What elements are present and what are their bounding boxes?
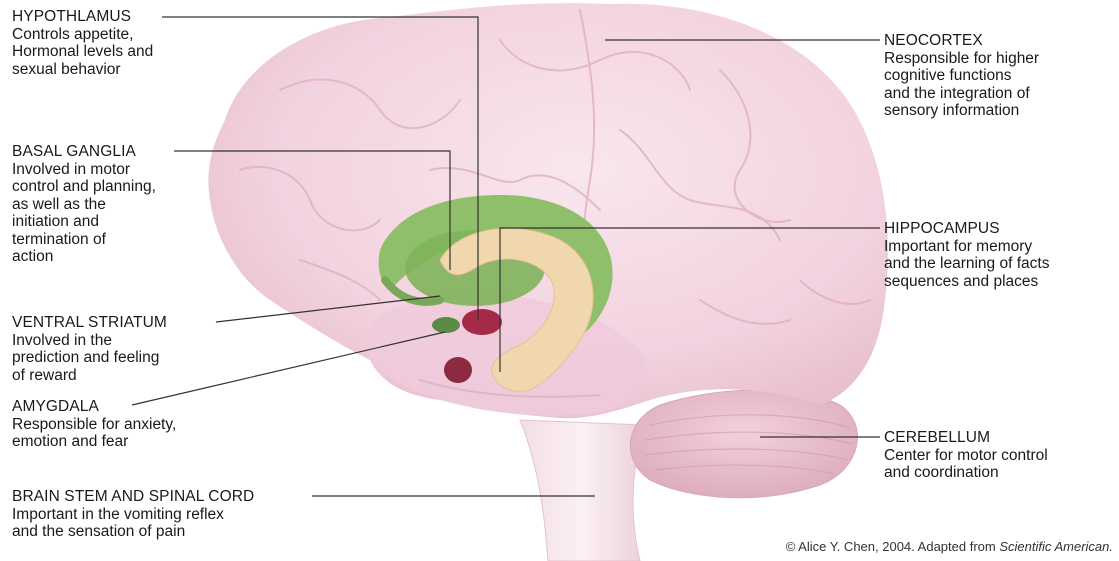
- brain-stem-title: BRAIN STEM AND SPINAL CORD: [12, 488, 254, 506]
- credit-source: Scientific American.: [999, 539, 1113, 554]
- hypothalamus-desc: Controls appetite, Hormonal levels and s…: [12, 26, 153, 79]
- label-brain-stem: BRAIN STEM AND SPINAL CORD Important in …: [12, 488, 254, 541]
- hippocampus-title: HIPPOCAMPUS: [884, 220, 1049, 238]
- brain-stem-shape: [520, 420, 645, 561]
- neocortex-desc: Responsible for higher cognitive functio…: [884, 50, 1039, 120]
- brain-stem-desc: Important in the vomiting reflex and the…: [12, 506, 254, 541]
- hypothalamus-shape: [462, 309, 502, 335]
- amygdala-title: AMYGDALA: [12, 398, 176, 416]
- image-credit: © Alice Y. Chen, 2004. Adapted from Scie…: [786, 539, 1113, 554]
- label-neocortex: NEOCORTEX Responsible for higher cogniti…: [884, 32, 1039, 120]
- label-ventral-striatum: VENTRAL STRIATUM Involved in the predict…: [12, 314, 167, 384]
- label-hippocampus: HIPPOCAMPUS Important for memory and the…: [884, 220, 1049, 290]
- amygdala-desc: Responsible for anxiety, emotion and fea…: [12, 416, 176, 451]
- label-cerebellum: CEREBELLUM Center for motor control and …: [884, 429, 1048, 482]
- label-hypothalamus: HYPOTHLAMUS Controls appetite, Hormonal …: [12, 8, 153, 78]
- hypothalamus-title: HYPOTHLAMUS: [12, 8, 153, 26]
- label-basal-ganglia: BASAL GANGLIA Involved in motor control …: [12, 143, 156, 266]
- cerebellum-shape: [630, 390, 857, 498]
- basal-ganglia-title: BASAL GANGLIA: [12, 143, 156, 161]
- cerebellum-desc: Center for motor control and coordinatio…: [884, 447, 1048, 482]
- label-amygdala: AMYGDALA Responsible for anxiety, emotio…: [12, 398, 176, 451]
- amygdala-shape: [444, 357, 472, 383]
- ventral-striatum-title: VENTRAL STRIATUM: [12, 314, 167, 332]
- cerebellum-title: CEREBELLUM: [884, 429, 1048, 447]
- ventral-striatum-shape: [432, 317, 460, 333]
- credit-text: © Alice Y. Chen, 2004. Adapted from: [786, 539, 1000, 554]
- hippocampus-desc: Important for memory and the learning of…: [884, 238, 1049, 291]
- neocortex-title: NEOCORTEX: [884, 32, 1039, 50]
- ventral-striatum-desc: Involved in the prediction and feeling o…: [12, 332, 167, 385]
- basal-ganglia-desc: Involved in motor control and planning, …: [12, 161, 156, 266]
